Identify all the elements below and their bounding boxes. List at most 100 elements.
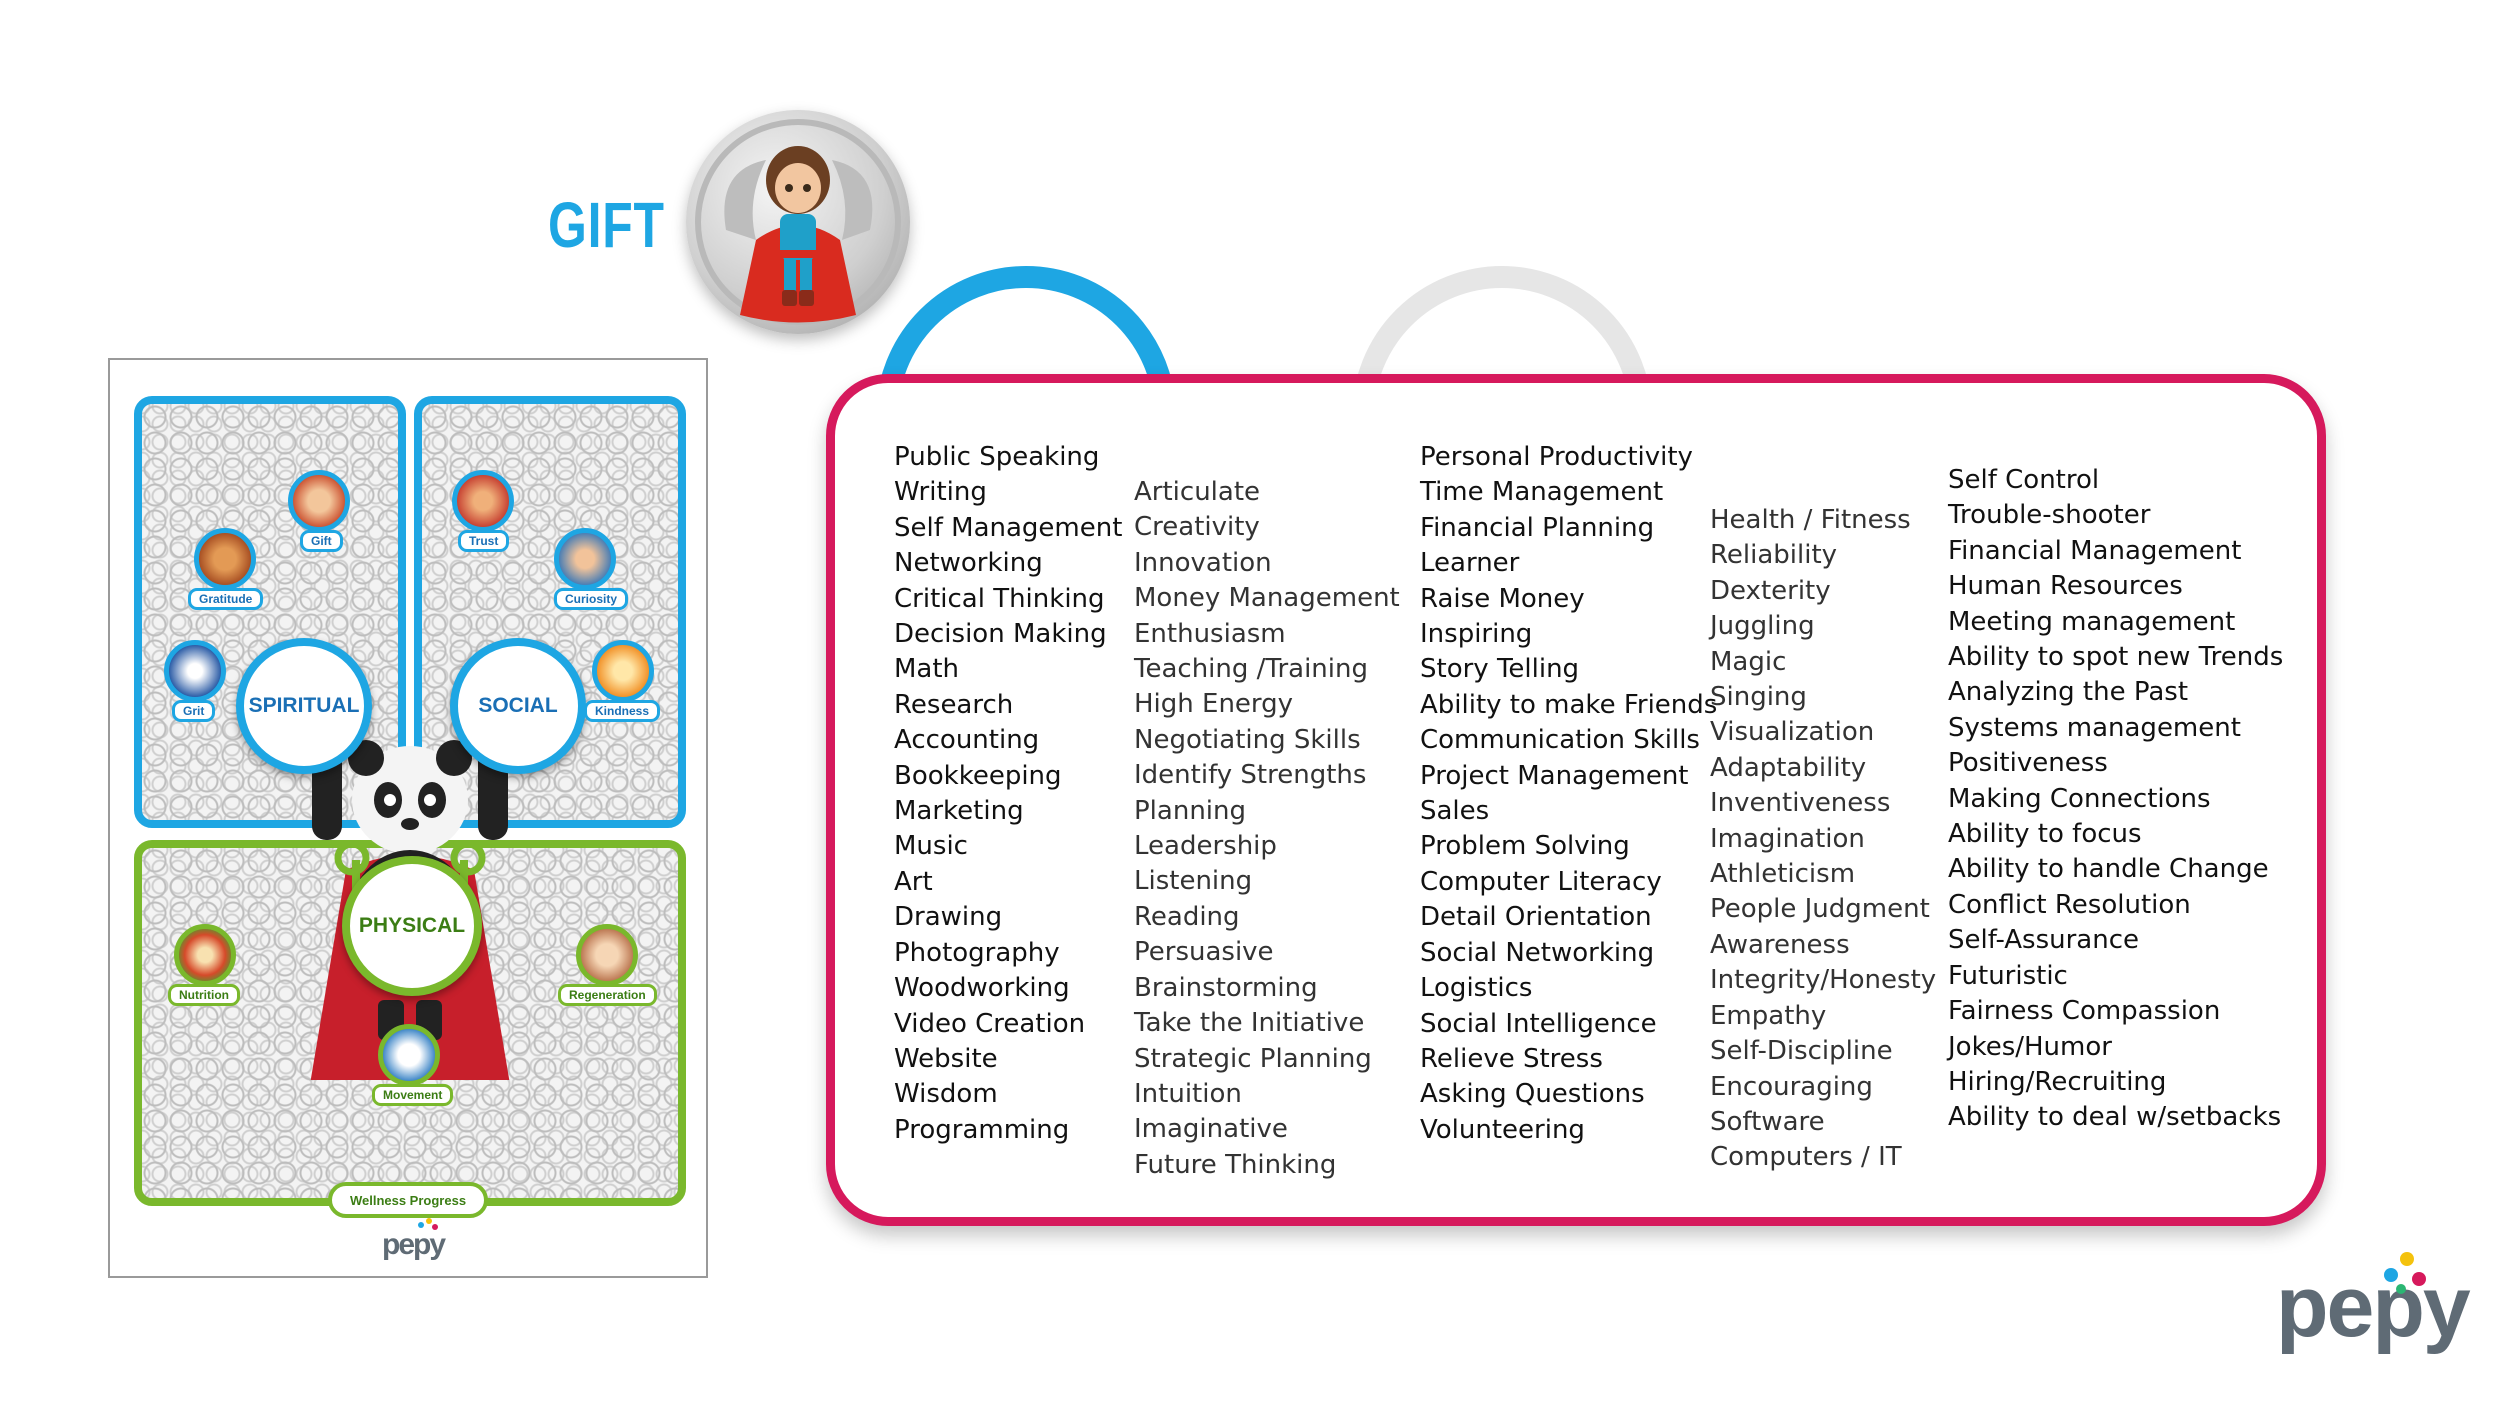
list-item: Futuristic: [1948, 960, 2068, 991]
list-item: Encouraging: [1710, 1071, 1873, 1102]
list-item: Research: [894, 689, 1014, 720]
list-item: Volunteering: [1420, 1114, 1585, 1145]
gift-badge-label: Gift: [300, 530, 343, 552]
list-item: Learner: [1420, 548, 1520, 579]
gift-badge-icon: [288, 470, 350, 532]
list-item: Human Resources: [1948, 571, 2183, 602]
kindness-badge-icon: [592, 640, 654, 702]
list-item: Critical Thinking: [894, 583, 1105, 614]
list-item: Self-Discipline: [1710, 1036, 1893, 1067]
list-item: Intuition: [1134, 1078, 1242, 1109]
list-item: Inspiring: [1420, 619, 1533, 650]
trust-badge-icon: [452, 470, 514, 532]
wellness-progress-label: Wellness Progress: [328, 1182, 488, 1218]
list-item: Writing: [894, 477, 987, 508]
list-item: Social Networking: [1420, 937, 1655, 968]
spiritual-circle: SPIRITUAL: [236, 638, 372, 774]
page-title: GIFT: [548, 189, 665, 261]
list-item: Communication Skills: [1420, 725, 1700, 756]
list-item: Enthusiasm: [1134, 618, 1286, 649]
skills-column-1: Public Speaking Writing Self Management …: [894, 440, 1122, 1148]
list-item: Positiveness: [1948, 748, 2108, 779]
skills-panel: [826, 374, 2326, 1226]
list-item: Computer Literacy: [1420, 866, 1662, 897]
list-item: Dexterity: [1710, 575, 1831, 606]
trust-badge-label: Trust: [458, 530, 510, 552]
list-item: Inventiveness: [1710, 788, 1891, 819]
list-item: Health / Fitness: [1710, 505, 1911, 535]
list-item: Persuasive: [1134, 937, 1274, 968]
list-item: Singing: [1710, 682, 1807, 713]
list-item: Drawing: [894, 902, 1003, 933]
list-item: Take the Initiative: [1134, 1008, 1365, 1039]
nutrition-badge-icon: [174, 924, 236, 986]
gratitude-badge-label: Gratitude: [188, 588, 264, 610]
nutrition-badge-label: Nutrition: [168, 984, 240, 1006]
list-item: Systems management: [1948, 712, 2241, 743]
list-item: Fairness Compassion: [1948, 996, 2221, 1027]
list-item: Brainstorming: [1134, 972, 1318, 1003]
list-item: Making Connections: [1948, 783, 2211, 814]
list-item: Wisdom: [894, 1079, 998, 1110]
list-item: Raise Money: [1420, 583, 1585, 614]
list-item: Music: [894, 831, 968, 862]
poster-pepy-logo: pepy: [382, 1228, 446, 1261]
list-item: Articulate: [1134, 477, 1261, 507]
curiosity-badge-icon: [554, 528, 616, 590]
list-item: Ability to focus: [1948, 819, 2142, 850]
list-item: Strategic Planning: [1134, 1043, 1372, 1074]
list-item: Programming: [894, 1114, 1070, 1145]
list-item: Adaptability: [1710, 752, 1867, 783]
grit-badge-icon: [164, 640, 226, 702]
list-item: People Judgment: [1710, 894, 1930, 925]
list-item: Project Management: [1420, 760, 1689, 791]
skills-column-4: Health / Fitness Reliability Dexterity J…: [1710, 503, 1936, 1176]
list-item: Athleticism: [1710, 859, 1856, 890]
movement-badge-label: Movement: [372, 1084, 454, 1106]
pepy-logo: pepy: [2276, 1259, 2471, 1355]
list-item: Creativity: [1134, 512, 1260, 543]
list-item: Woodworking: [894, 973, 1070, 1004]
list-item: Social Intelligence: [1420, 1008, 1657, 1039]
list-item: Money Management: [1134, 583, 1400, 614]
list-item: Imagination: [1710, 823, 1865, 854]
list-item: Computers / IT: [1710, 1142, 1902, 1173]
list-item: Software: [1710, 1106, 1825, 1137]
list-item: Jokes/Humor: [1948, 1031, 2112, 1062]
list-item: Visualization: [1710, 717, 1875, 748]
list-item: Detail Orientation: [1420, 902, 1652, 933]
physical-circle: PHYSICAL: [342, 856, 482, 996]
superhero-girl-icon: [695, 119, 901, 325]
list-item: Ability to make Friends: [1420, 689, 1718, 720]
list-item: Listening: [1134, 866, 1253, 897]
list-item: Decision Making: [894, 619, 1107, 650]
brand-dot-red: [2412, 1272, 2426, 1286]
list-item: Logistics: [1420, 973, 1533, 1004]
logo-dot-red: [432, 1224, 438, 1230]
list-item: Planning: [1134, 795, 1246, 826]
logo-dot-blue: [418, 1222, 424, 1228]
gratitude-badge-icon: [194, 528, 256, 590]
skills-column-3: Personal Productivity Time Management Fi…: [1420, 440, 1717, 1148]
logo-dot-yellow: [426, 1218, 432, 1224]
list-item: Math: [894, 654, 960, 685]
list-item: Identify Strengths: [1134, 760, 1367, 791]
list-item: Ability to handle Change: [1948, 854, 2269, 885]
list-item: Marketing: [894, 796, 1024, 827]
list-item: Asking Questions: [1420, 1079, 1645, 1110]
list-item: Problem Solving: [1420, 831, 1630, 862]
brand-dot-blue: [2384, 1268, 2398, 1282]
list-item: Meeting management: [1948, 606, 2236, 637]
list-item: Financial Planning: [1420, 512, 1655, 543]
list-item: Ability to deal w/setbacks: [1948, 1102, 2282, 1133]
list-item: Innovation: [1134, 547, 1272, 578]
list-item: Ability to spot new Trends: [1948, 642, 2284, 673]
regeneration-badge-icon: [576, 924, 638, 986]
list-item: Awareness: [1710, 929, 1850, 960]
list-item: Integrity/Honesty: [1710, 965, 1937, 996]
list-item: Leadership: [1134, 831, 1277, 862]
list-item: Imaginative: [1134, 1114, 1288, 1145]
list-item: Reading: [1134, 901, 1240, 932]
brand-dot-green: [2396, 1284, 2406, 1294]
list-item: Photography: [894, 937, 1060, 968]
